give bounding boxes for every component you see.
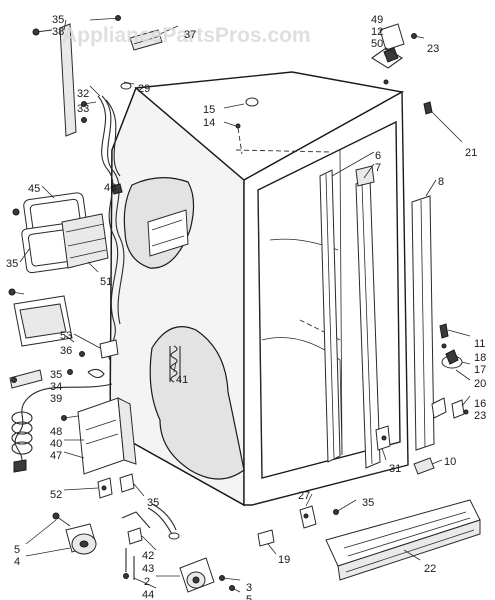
callout-c23a: 23	[427, 43, 439, 55]
callout-c5b: 5	[246, 594, 252, 600]
leveler-parts	[121, 511, 151, 580]
callout-c27: 27	[298, 490, 310, 502]
callout-c36: 36	[60, 345, 72, 357]
callout-c23b: 23	[474, 410, 486, 422]
callout-c16: 16	[474, 398, 486, 410]
callout-c2: 2	[144, 576, 150, 588]
bracket-27	[299, 499, 357, 529]
callout-c17: 17	[474, 364, 486, 376]
cap-10	[413, 457, 435, 475]
callout-c32: 32	[77, 88, 89, 100]
callout-c49: 49	[371, 14, 383, 26]
callout-c46: 46	[104, 182, 116, 194]
callout-c35c: 35	[50, 369, 62, 381]
callout-c35d: 35	[147, 497, 159, 509]
panel-36	[13, 295, 73, 347]
callout-c34: 34	[50, 381, 62, 393]
roller-assembly-2	[179, 557, 241, 593]
watermark: AppliancePartsPros.com	[62, 24, 311, 47]
callout-c40: 40	[50, 438, 62, 450]
electrical-box-47	[61, 397, 137, 475]
ring-29	[120, 82, 132, 90]
callout-c35a: 35	[52, 14, 64, 26]
callout-c6: 6	[375, 150, 381, 162]
callout-c20: 20	[474, 378, 486, 390]
callout-c10: 10	[444, 456, 456, 468]
callout-c52: 52	[50, 489, 62, 501]
rail-8	[411, 195, 435, 451]
vertical-trim-strip	[32, 15, 121, 137]
callout-c15: 15	[203, 104, 215, 116]
callout-c45: 45	[28, 183, 40, 195]
evaporator-coil	[169, 345, 181, 383]
hinge-49	[371, 23, 425, 85]
connector-46	[111, 183, 123, 195]
wire-harness	[81, 95, 125, 361]
callout-c22: 22	[424, 563, 436, 575]
callout-c3: 3	[246, 582, 252, 594]
callout-c12: 12	[371, 26, 383, 38]
cutaway-upper	[123, 177, 195, 269]
callout-c11: 11	[474, 338, 485, 350]
power-cord-40	[11, 383, 113, 473]
clip-52	[97, 473, 135, 499]
leader-lines	[19, 19, 471, 589]
filter-pad-51	[61, 213, 109, 269]
callout-c31: 31	[389, 463, 401, 475]
callout-c19: 19	[278, 554, 290, 566]
small-parts-34-39	[9, 368, 105, 389]
base-grille-22	[325, 499, 481, 581]
hinge-31	[375, 425, 391, 451]
callout-c42: 42	[142, 550, 154, 562]
callout-c50: 50	[371, 38, 383, 50]
callout-c43: 43	[142, 563, 154, 575]
callout-c53: 53	[60, 330, 72, 342]
callout-c4: 4	[14, 556, 20, 568]
callout-c7: 7	[375, 162, 381, 174]
callout-c35e: 35	[362, 497, 374, 509]
callout-c51: 51	[100, 276, 112, 288]
clip-37	[129, 29, 163, 51]
callout-c39: 39	[50, 393, 62, 405]
callout-c41: 41	[176, 374, 188, 386]
clip-21	[423, 101, 463, 143]
callout-c21: 21	[465, 147, 477, 159]
callout-c37: 37	[184, 29, 196, 41]
callout-c35b: 35	[6, 258, 18, 270]
callout-c47: 47	[50, 450, 62, 462]
callout-c18: 18	[474, 352, 486, 364]
rail-6	[319, 169, 341, 463]
caster-wheel-4	[52, 512, 97, 555]
callout-c48: 48	[50, 426, 62, 438]
callout-c44: 44	[142, 589, 154, 600]
callout-c29: 29	[138, 83, 150, 95]
callout-c8: 8	[438, 176, 444, 188]
bracket-53	[79, 339, 119, 359]
callout-c38: 38	[52, 26, 64, 38]
plug-15	[223, 97, 259, 155]
clip-19	[257, 529, 275, 547]
callout-c5a: 5	[14, 544, 20, 556]
drain-tube	[147, 503, 180, 540]
right-small-parts	[431, 323, 471, 419]
callout-c14: 14	[203, 117, 215, 129]
callout-c33: 33	[77, 103, 89, 115]
